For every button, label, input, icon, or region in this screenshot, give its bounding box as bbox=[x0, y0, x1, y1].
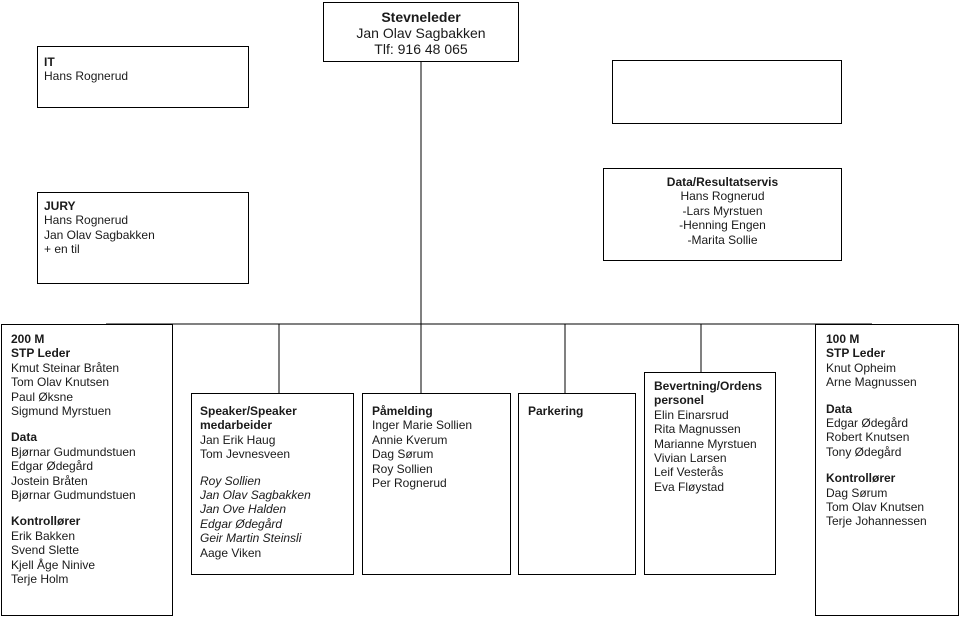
registration-member: Annie Kverum bbox=[372, 432, 448, 447]
registration-title: Påmelding bbox=[372, 404, 433, 418]
m200-ctrl-title: Kontrollører bbox=[11, 514, 81, 529]
jury-box: JURY Hans Rognerud Jan Olav Sagbakken + … bbox=[37, 192, 249, 284]
m100-box: 100 M STP Leder Knut Opheim Arne Magnuss… bbox=[815, 324, 959, 616]
m200-data-member: Bjørnar Gudmundstuen bbox=[11, 444, 136, 459]
m200-leader: Kmut Steinar Bråten bbox=[11, 360, 120, 375]
speaker-title-cont: medarbeider bbox=[200, 418, 273, 433]
m100-ctrl-member: Dag Sørum bbox=[826, 485, 888, 500]
hospitality-member: Eva Fløystad bbox=[654, 479, 725, 494]
m100-data-member: Robert Knutsen bbox=[826, 430, 910, 445]
data-results-member: -Lars Myrstuen bbox=[682, 203, 763, 218]
it-title: IT bbox=[44, 55, 55, 69]
speaker-italic-member: Jan Ove Halden bbox=[200, 502, 287, 517]
m200-leader-title: STP Leder bbox=[11, 346, 71, 361]
speaker-member: Jan Erik Haug bbox=[200, 432, 276, 447]
speaker-member: Aage Viken bbox=[200, 545, 262, 560]
it-box: IT Hans Rognerud bbox=[37, 46, 249, 108]
hospitality-member: Vivian Larsen bbox=[654, 451, 727, 466]
m200-ctrl-member: Erik Bakken bbox=[11, 528, 76, 543]
speaker-italic-member: Geir Martin Steinsli bbox=[200, 531, 302, 546]
m200-data-member: Edgar Ødegård bbox=[11, 459, 94, 474]
registration-member: Roy Sollien bbox=[372, 461, 433, 476]
m100-ctrl-member: Terje Johannessen bbox=[826, 514, 927, 529]
m100-ctrl-member: Tom Olav Knutsen bbox=[826, 500, 925, 515]
m200-leader: Paul Øksne bbox=[11, 389, 74, 404]
empty-box bbox=[612, 60, 842, 124]
registration-box: Påmelding Inger Marie Sollien Annie Kver… bbox=[362, 393, 511, 575]
hospitality-box: Bevertning/Ordens personel Elin Einarsru… bbox=[644, 372, 776, 575]
parking-title: Parkering bbox=[528, 404, 584, 418]
data-results-member: -Marita Sollie bbox=[687, 232, 758, 247]
m100-title: 100 M bbox=[826, 332, 860, 346]
m100-leader-title: STP Leder bbox=[826, 346, 886, 361]
data-results-box: Data/Resultatservis Hans Rognerud -Lars … bbox=[603, 168, 842, 261]
registration-member: Per Rognerud bbox=[372, 476, 447, 491]
registration-member: Dag Sørum bbox=[372, 447, 434, 462]
head-title: Stevneleder bbox=[381, 9, 461, 25]
m100-leader: Arne Magnussen bbox=[826, 375, 917, 390]
hospitality-title-cont: personel bbox=[654, 393, 705, 408]
head-name: Jan Olav Sagbakken bbox=[356, 25, 486, 41]
jury-member: + en til bbox=[44, 242, 80, 257]
it-name: Hans Rognerud bbox=[44, 69, 129, 84]
jury-title: JURY bbox=[44, 199, 76, 213]
data-results-member: Hans Rognerud bbox=[680, 189, 765, 204]
m200-ctrl-member: Kjell Åge Ninive bbox=[11, 557, 96, 572]
head-box: Stevneleder Jan Olav Sagbakken Tlf: 916 … bbox=[323, 2, 519, 62]
speaker-italic-member: Roy Sollien bbox=[200, 473, 261, 488]
jury-member: Hans Rognerud bbox=[44, 213, 129, 228]
m100-data-member: Tony Ødegård bbox=[826, 444, 902, 459]
jury-member: Jan Olav Sagbakken bbox=[44, 227, 155, 242]
speaker-member: Tom Jevnesveen bbox=[200, 447, 291, 462]
parking-box: Parkering bbox=[518, 393, 636, 575]
hospitality-member: Rita Magnussen bbox=[654, 422, 741, 437]
m200-data-title: Data bbox=[11, 430, 38, 445]
hospitality-title: Bevertning/Ordens bbox=[654, 379, 763, 393]
m200-leader: Sigmund Myrstuen bbox=[11, 404, 112, 419]
speaker-title: Speaker/Speaker bbox=[200, 404, 297, 418]
hospitality-member: Marianne Myrstuen bbox=[654, 436, 757, 451]
hospitality-member: Elin Einarsrud bbox=[654, 407, 729, 422]
m200-data-member: Jostein Bråten bbox=[11, 473, 88, 488]
speaker-italic-member: Edgar Ødegård bbox=[200, 516, 283, 531]
m100-ctrl-title: Kontrollører bbox=[826, 471, 896, 486]
m200-data-member: Bjørnar Gudmundstuen bbox=[11, 488, 136, 503]
m200-ctrl-member: Svend Slette bbox=[11, 543, 80, 558]
data-results-title: Data/Resultatservis bbox=[666, 175, 779, 189]
registration-member: Inger Marie Sollien bbox=[372, 418, 473, 433]
data-results-member: -Henning Engen bbox=[679, 218, 766, 233]
m100-data-member: Edgar Ødegård bbox=[826, 416, 909, 431]
m200-leader: Tom Olav Knutsen bbox=[11, 375, 110, 390]
head-phone: Tlf: 916 48 065 bbox=[374, 41, 468, 57]
speaker-box: Speaker/Speaker medarbeider Jan Erik Hau… bbox=[191, 393, 354, 575]
m100-leader: Knut Opheim bbox=[826, 360, 897, 375]
m200-box: 200 M STP Leder Kmut Steinar Bråten Tom … bbox=[1, 324, 173, 616]
m200-ctrl-member: Terje Holm bbox=[11, 572, 69, 587]
m100-data-title: Data bbox=[826, 401, 853, 416]
hospitality-member: Leif Vesterås bbox=[654, 465, 724, 480]
speaker-italic-member: Jan Olav Sagbakken bbox=[200, 488, 311, 503]
m200-title: 200 M bbox=[11, 332, 45, 346]
